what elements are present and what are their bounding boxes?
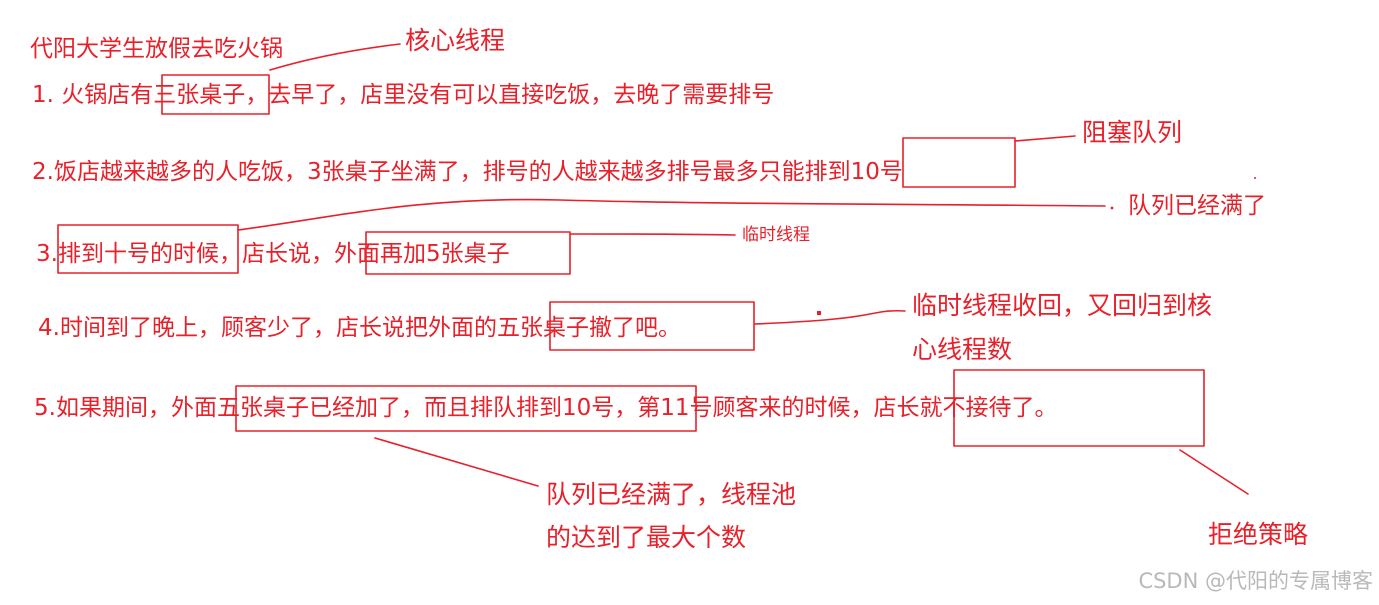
label-reject-policy: 拒绝策略 [1208,520,1309,549]
label-temp-reclaim-1: 临时线程收回，又回归到核 [912,291,1213,320]
label-temp-threads: 临时线程 [742,225,810,245]
line-2: 2.饭店越来越多的人吃饭，3张桌子坐满了，排号的人越来越多排号最多只能排到10号 [32,159,903,185]
label-queue-full: 队列已经满了 [1128,193,1266,219]
line-5: 5.如果期间，外面五张桌子已经加了，而且排队排到10号，第11号顾客来的时候，店… [34,395,1058,421]
arrow-temp-threads [569,233,736,236]
line-3: 3.排到十号的时候，店长说，外面再加5张桌子 [36,241,510,267]
box-tenth [57,224,239,274]
box-queue-10 [902,137,1016,188]
arrow-queue-full [237,198,1106,231]
arrow-core-threads [269,43,401,71]
label-pool-max-1: 队列已经满了，线程池 [546,480,797,509]
box-remove-5-tables [549,301,755,351]
arrow-pool-max [374,437,539,487]
line-1: 1. 火锅店有三张桌子，去早了，店里没有可以直接吃饭，去晚了需要排号 [32,82,775,108]
label-pool-max-2: 的达到了最大个数 [546,523,747,552]
dot-mark-3 [817,311,821,315]
box-refuse [953,369,1205,447]
label-temp-reclaim-2: 心线程数 [912,335,1013,364]
label-blocking-queue: 阻塞队列 [1082,118,1183,147]
box-add-5-tables [365,231,571,275]
line-4: 4.时间到了晚上，顾客少了，店长说把外面的五张桌子撤了吧。 [38,315,681,341]
label-core-threads: 核心线程 [405,26,506,55]
arrow-blocking-queue [1014,135,1076,142]
arrow-temp-reclaim [754,309,906,325]
box-five-added-queue-full [235,385,697,432]
dot-mark-2 [1254,177,1256,179]
arrow-reject-policy [1179,449,1249,495]
dot-mark-1 [1110,206,1114,210]
title-text: 代阳大学生放假去吃火锅 [30,36,283,62]
box-three-tables [161,74,270,115]
watermark: CSDN @代阳的专属博客 [1138,569,1373,593]
